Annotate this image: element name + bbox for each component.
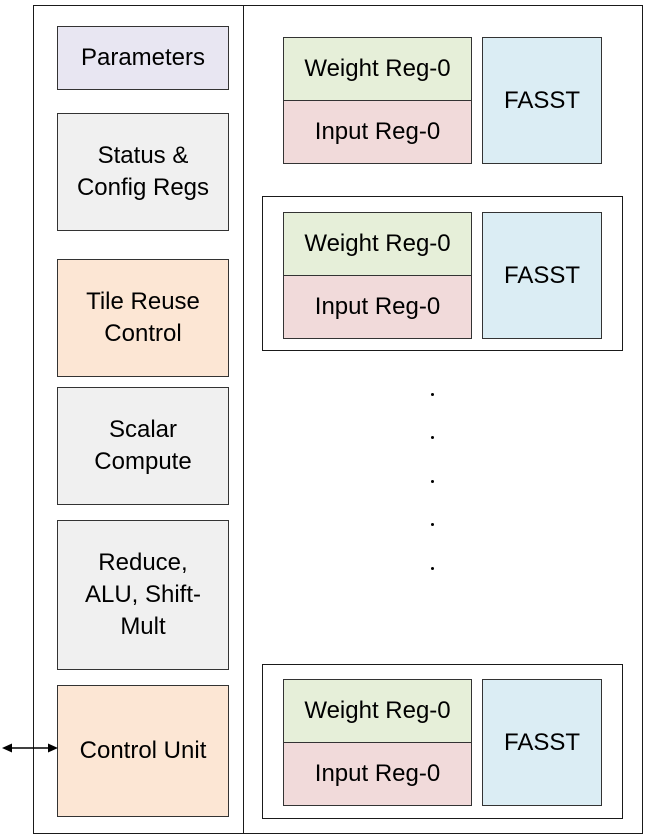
lane-1-outline [262, 196, 623, 351]
ellipsis-dot [431, 393, 434, 396]
status-config-regs-block: Status & Config Regs [57, 113, 229, 231]
ellipsis-dot [431, 523, 434, 526]
control-unit-block: Control Unit [57, 685, 229, 817]
input-reg-block: Input Reg-0 [283, 275, 472, 339]
lane-2-outline [262, 664, 623, 819]
weight-reg-block: Weight Reg-0 [283, 212, 472, 276]
scalar-compute-block: Scalar Compute [57, 387, 229, 505]
weight-reg-block: Weight Reg-0 [283, 679, 472, 743]
ellipsis-dot [431, 567, 434, 570]
fasst-block: FASST [482, 212, 602, 339]
fasst-block: FASST [482, 37, 602, 164]
bidirectional-arrow [2, 743, 58, 753]
fasst-block: FASST [482, 679, 602, 806]
tile-reuse-control-block: Tile Reuse Control [57, 259, 229, 377]
weight-reg-block: Weight Reg-0 [283, 37, 472, 101]
ellipsis-dot [431, 480, 434, 483]
input-reg-block: Input Reg-0 [283, 100, 472, 164]
input-reg-block: Input Reg-0 [283, 742, 472, 806]
reduce-alu-shift-mult-block: Reduce, ALU, Shift- Mult [57, 520, 229, 670]
ellipsis-dot [431, 436, 434, 439]
compute-array-panel [243, 5, 643, 834]
parameters-block: Parameters [57, 26, 229, 90]
